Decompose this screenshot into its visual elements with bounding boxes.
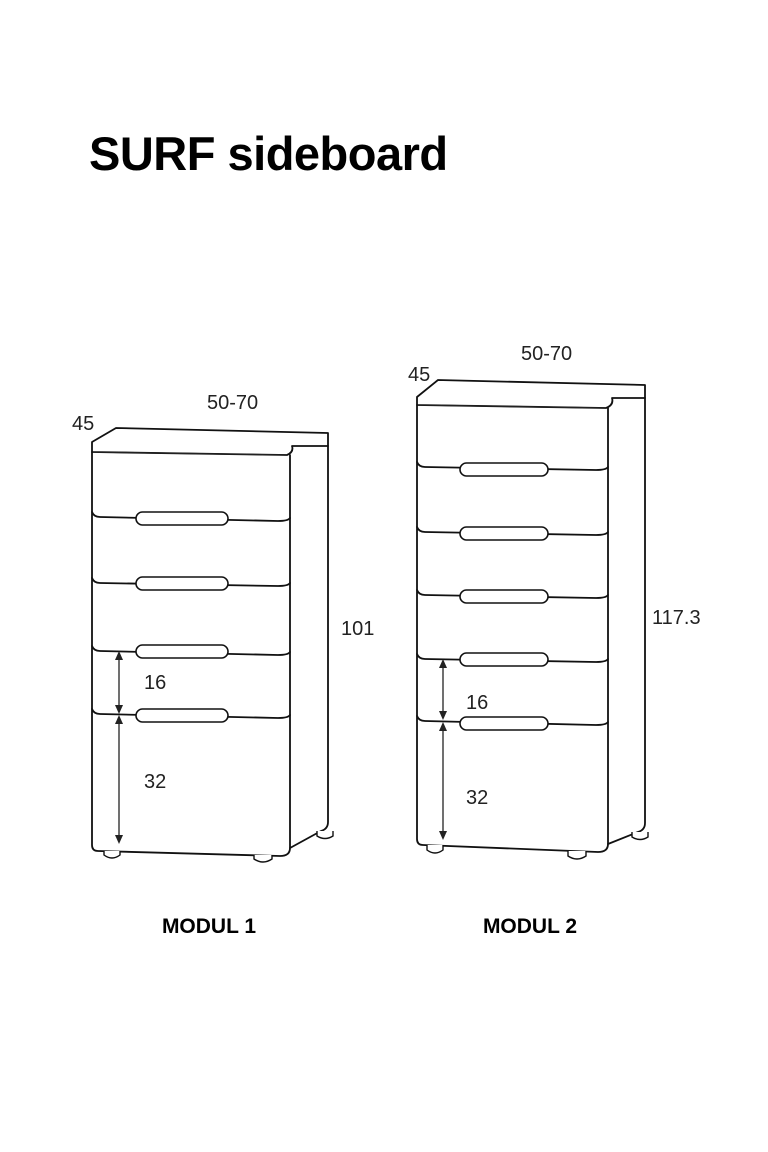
module-1-drawer-dimension-line <box>115 651 123 714</box>
foot <box>103 851 121 859</box>
module-1-bottom-drawer-label: 32 <box>144 771 166 793</box>
drawer-handle <box>459 462 549 477</box>
module-2-drawing: 45 50-70 117.3 16 32 MODUL 2 <box>408 343 701 938</box>
foot <box>316 831 334 840</box>
foot <box>567 851 587 860</box>
foot <box>426 845 444 854</box>
module-2-bottom-dimension-line <box>439 722 447 840</box>
module-1-bottom-dimension-line <box>115 715 123 844</box>
drawer-handle <box>135 708 229 723</box>
page-title: SURF sideboard <box>89 127 448 180</box>
module-1-handles <box>135 511 229 723</box>
module-1-drawer-lines <box>91 511 291 719</box>
module-2-drawer-height-label: 16 <box>466 692 488 714</box>
drawer-handle <box>459 652 549 667</box>
drawer-handle <box>459 526 549 541</box>
module-2-height-label: 117.3 <box>652 607 701 629</box>
module-1-body <box>91 445 329 857</box>
module-1-depth-label: 45 <box>72 413 94 435</box>
module-1-height-label: 101 <box>341 618 374 640</box>
module-1-caption: MODUL 1 <box>162 915 256 938</box>
drawer-handle <box>135 644 229 659</box>
module-2-drawer-dimension-line <box>439 659 447 720</box>
module-2-handles <box>459 462 549 731</box>
module-1-feet <box>103 831 334 863</box>
drawer-handle <box>135 576 229 591</box>
module-1-top <box>91 427 329 456</box>
drawer-handle <box>135 511 229 526</box>
module-1-drawer-height-label: 16 <box>144 672 166 694</box>
module-2-body <box>416 397 646 853</box>
module-2-feet <box>426 832 649 860</box>
foot <box>631 832 649 841</box>
module-1-width-label: 50-70 <box>207 392 258 414</box>
module-2-top <box>416 379 646 409</box>
module-2-depth-label: 45 <box>408 364 430 386</box>
module-1-drawing: 45 50-70 101 16 32 MODUL 1 <box>72 392 374 938</box>
module-2-bottom-drawer-label: 32 <box>466 787 488 809</box>
drawer-handle <box>459 589 549 604</box>
module-2-caption: MODUL 2 <box>483 915 577 938</box>
module-2-width-label: 50-70 <box>521 343 572 365</box>
drawer-handle <box>459 716 549 731</box>
foot <box>253 855 273 863</box>
